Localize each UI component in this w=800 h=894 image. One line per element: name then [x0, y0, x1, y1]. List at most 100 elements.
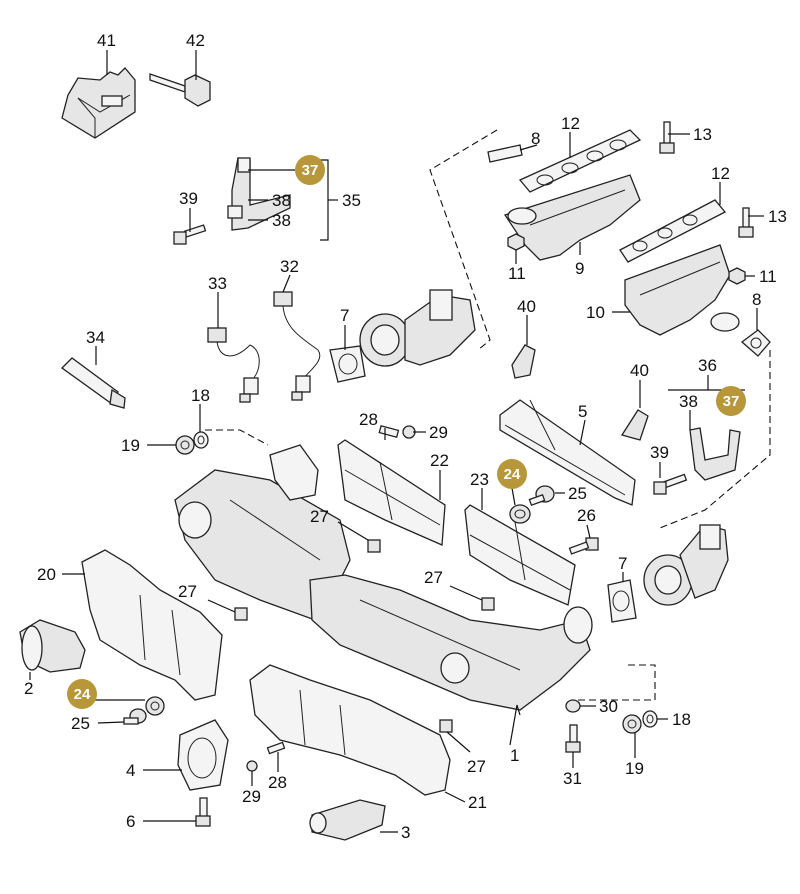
- part-26-bolt: [568, 537, 599, 555]
- svg-text:37: 37: [302, 162, 319, 179]
- part-40-bracket-upper: [511, 344, 536, 379]
- label-19-left: 19: [121, 436, 140, 455]
- part-number-labels: 41 42 8 12 13 35 38 38 39 12 13 11 9 11 …: [24, 31, 787, 842]
- part-12-gasket-upper: [518, 129, 642, 193]
- label-27-a: 27: [310, 507, 329, 526]
- turbocharger-lower: [643, 524, 729, 606]
- svg-text:24: 24: [74, 686, 91, 703]
- label-39-upper: 39: [179, 189, 198, 208]
- label-5: 5: [578, 402, 587, 421]
- part-19-washer-left: [175, 435, 195, 455]
- label-38-a: 38: [272, 191, 291, 210]
- label-40-lower: 40: [630, 361, 649, 380]
- label-25-lower: 25: [71, 714, 90, 733]
- label-36: 36: [698, 356, 717, 375]
- part-24-spacer-lower: [145, 696, 165, 716]
- label-1: 1: [510, 746, 519, 765]
- label-34: 34: [86, 328, 105, 347]
- part-2-tailpipe: [19, 619, 86, 673]
- label-4: 4: [126, 761, 135, 780]
- part-20-heat-shield: [81, 549, 223, 701]
- part-18-washer-right: [642, 710, 658, 728]
- label-22: 22: [430, 451, 449, 470]
- part-11-nut-left: [507, 233, 525, 251]
- part-29-nut-lower: [246, 760, 258, 772]
- part-4-clamp: [177, 719, 229, 791]
- part-27-clip-a: [367, 539, 381, 553]
- part-39-bolt: [173, 224, 207, 245]
- label-19-right: 19: [625, 759, 644, 778]
- part-27-clip-b: [234, 607, 248, 621]
- label-29-upper: 29: [429, 423, 448, 442]
- label-3: 3: [401, 823, 410, 842]
- label-18-right: 18: [672, 710, 691, 729]
- label-41: 41: [97, 31, 116, 50]
- part-34-paste-tube: [60, 357, 126, 409]
- label-2: 2: [24, 679, 33, 698]
- callout-badges: 37 37 24 24: [67, 155, 746, 709]
- badge-37-upper: 37: [295, 155, 325, 185]
- label-8-upper: 8: [531, 129, 540, 148]
- badge-24-lower: 24: [67, 679, 97, 709]
- label-28-upper: 28: [359, 410, 378, 429]
- turbocharger-upper: [359, 289, 476, 367]
- label-38-b: 38: [272, 211, 291, 230]
- label-32: 32: [280, 257, 299, 276]
- part-22-heat-shield: [337, 439, 446, 546]
- badge-24-upper: 24: [497, 459, 527, 489]
- part-12-gasket-lower: [619, 199, 727, 263]
- part-7-gasket-upper: [329, 345, 366, 383]
- part-24-spacer-upper: [509, 504, 531, 524]
- label-6: 6: [126, 812, 135, 831]
- label-21: 21: [468, 793, 487, 812]
- label-27-b: 27: [178, 582, 197, 601]
- part-18-washer-left: [193, 431, 209, 449]
- label-26: 26: [577, 506, 596, 525]
- part-42-rail: [149, 73, 211, 107]
- part-25-bolt-upper: [528, 485, 555, 507]
- label-33: 33: [208, 274, 227, 293]
- label-11-left: 11: [508, 264, 526, 283]
- part-6-bolt: [195, 797, 211, 827]
- label-7-upper: 7: [340, 306, 349, 325]
- part-28-pin-lower: [266, 741, 286, 755]
- label-11-right: 11: [759, 267, 777, 286]
- part-36-bracket: [689, 427, 741, 481]
- svg-text:37: 37: [723, 393, 740, 410]
- label-13-upper: 13: [693, 125, 712, 144]
- label-9: 9: [575, 259, 584, 278]
- part-41-bracket: [61, 67, 136, 139]
- part-40-bracket-lower: [620, 409, 649, 441]
- part-13-bolt-upper: [659, 121, 675, 154]
- label-28-lower: 28: [268, 773, 287, 792]
- label-27-d: 27: [467, 757, 486, 776]
- badge-37-right: 37: [716, 386, 746, 416]
- part-28-pin-upper: [378, 424, 400, 438]
- label-23: 23: [470, 470, 489, 489]
- part-11-nut-right: [728, 267, 746, 285]
- label-42: 42: [186, 31, 205, 50]
- part-19-washer-right: [622, 714, 642, 734]
- part-5-shield-bracket: [499, 399, 636, 506]
- part-32-oxygen-sensor: [273, 291, 321, 401]
- label-38-c: 38: [679, 392, 698, 411]
- label-25-upper: 25: [568, 484, 587, 503]
- part-30-nut: [565, 699, 581, 713]
- part-21-heat-shield: [249, 664, 451, 796]
- part-27-clip-c: [481, 597, 495, 611]
- label-30: 30: [599, 697, 618, 716]
- part-8-gasket-small: [487, 144, 523, 163]
- part-33-oxygen-sensor: [207, 327, 260, 403]
- label-10: 10: [586, 303, 605, 322]
- label-12-lower: 12: [711, 164, 730, 183]
- label-7-lower: 7: [618, 554, 627, 573]
- part-9-exhaust-manifold: [503, 174, 641, 261]
- label-35: 35: [342, 191, 361, 210]
- svg-text:24: 24: [504, 466, 521, 483]
- part-10-exhaust-manifold: [624, 244, 740, 336]
- label-20: 20: [37, 565, 56, 584]
- label-40-upper: 40: [517, 297, 536, 316]
- part-23-heat-shield: [464, 504, 576, 606]
- label-8-right: 8: [752, 290, 761, 309]
